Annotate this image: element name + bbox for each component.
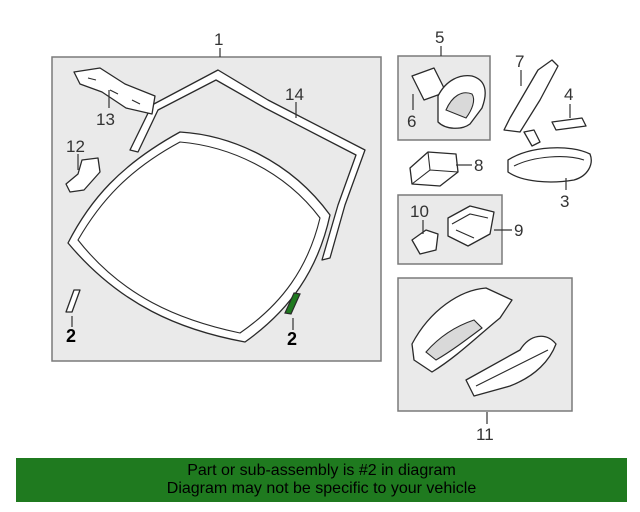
callout-11: 11 <box>476 425 494 444</box>
mirror-bracket-12[interactable] <box>65 157 101 193</box>
overhead-console-11[interactable] <box>411 287 557 397</box>
callout-7: 7 <box>515 52 524 71</box>
info-banner: Part or sub-assembly is #2 in diagram Di… <box>16 458 627 502</box>
banner-line-2: Diagram may not be specific to your vehi… <box>166 480 477 497</box>
spacer-right-part-2-highlighted[interactable] <box>284 292 301 315</box>
callout-5: 5 <box>435 28 444 47</box>
sensor-cover-8[interactable] <box>409 151 459 187</box>
windshield-molding[interactable] <box>129 69 366 261</box>
rear-view-mirror-3[interactable] <box>507 129 592 183</box>
callout-2-right: 2 <box>287 329 297 349</box>
clip-4[interactable] <box>551 117 587 131</box>
callout-1: 1 <box>214 30 223 49</box>
callout-12: 12 <box>66 137 85 156</box>
callout-4: 4 <box>564 85 573 104</box>
leader-lines <box>71 46 571 424</box>
callout-10: 10 <box>410 202 429 221</box>
callout-8: 8 <box>474 156 483 175</box>
callout-6: 6 <box>407 112 416 131</box>
callout-9: 9 <box>514 221 523 240</box>
cowl-bracket[interactable] <box>73 67 156 115</box>
callout-2-left: 2 <box>66 326 76 346</box>
banner-line-1: Part or sub-assembly is #2 in diagram <box>187 462 456 479</box>
windshield-glass[interactable] <box>67 131 331 343</box>
rain-sensor[interactable] <box>437 74 486 129</box>
bracket-9[interactable] <box>447 205 495 247</box>
callout-numbers: 1 14 13 12 2 2 5 6 7 4 3 8 10 9 11 <box>66 28 573 444</box>
pillar-trim-7[interactable] <box>503 59 559 133</box>
spacer-left-part-2[interactable] <box>65 289 81 313</box>
clip-10[interactable] <box>411 229 439 255</box>
callout-13: 13 <box>96 110 115 129</box>
callout-14: 14 <box>285 85 304 104</box>
callout-3: 3 <box>560 192 569 211</box>
